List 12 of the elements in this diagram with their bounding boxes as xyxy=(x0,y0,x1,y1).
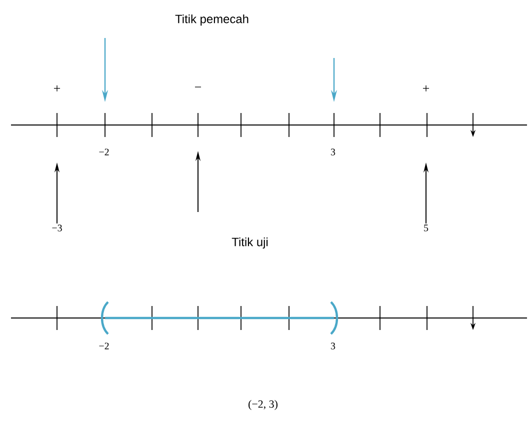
tick-label: 5 xyxy=(424,224,428,232)
tick-label: −3 xyxy=(52,224,62,232)
heading: Titik uji xyxy=(232,237,268,249)
tick-label: −2 xyxy=(99,148,109,156)
heading: Titik pemecah xyxy=(175,14,248,26)
sign-label: − xyxy=(195,86,202,88)
tick-label: 3 xyxy=(331,342,336,350)
tick-label: −2 xyxy=(99,342,109,350)
sign-label: + xyxy=(54,85,60,92)
tick-label: 3 xyxy=(331,148,336,156)
interval-notation: (−2, 3) xyxy=(248,400,278,410)
sign-label: + xyxy=(423,85,430,92)
